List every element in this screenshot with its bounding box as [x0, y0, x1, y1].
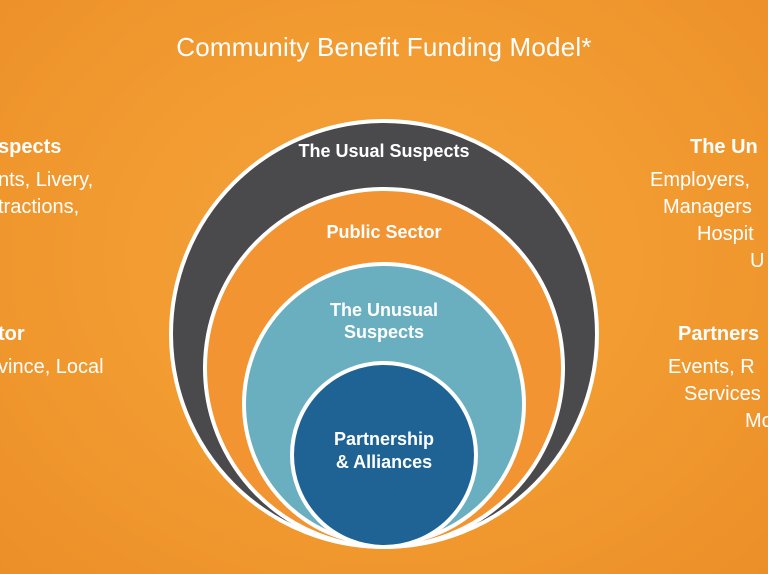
right-panel-line: Services — [684, 383, 761, 405]
ring-label-unusual-suspects-line1: The Unusual — [330, 300, 438, 320]
right-panel-line: Mo — [745, 410, 768, 432]
right-panel-line: Employers, — [650, 169, 751, 191]
right-panel-unusual-suspects: The Un Employers, Managers Hospit U — [640, 134, 768, 275]
page-title: Community Benefit Funding Model* — [176, 32, 592, 62]
ring-label-unusual-suspects-line2: Suspects — [344, 322, 424, 342]
left-panel-line: nts, Livery, — [0, 169, 94, 191]
right-panel-line: Hospit — [697, 223, 754, 245]
right-panel-partnership: Partners Events, R Services Mo — [640, 321, 768, 435]
left-panel-usual-suspects: spects nts, Livery, tractions, — [0, 134, 93, 221]
left-panel-heading: tor — [0, 323, 25, 345]
ring-label-partnership-line1: Partnership — [334, 429, 434, 449]
ring-partnership-alliances — [290, 361, 478, 549]
ring-label-usual-suspects: The Usual Suspects — [298, 141, 469, 161]
left-panel-line: vince, Local — [0, 356, 104, 378]
left-panel-heading: spects — [0, 136, 62, 158]
right-panel-line: U — [750, 250, 765, 272]
right-panel-heading: Partners — [678, 323, 760, 345]
ring-label-partnership-line2: & Alliances — [336, 452, 432, 472]
left-panel-line: tractions, — [0, 196, 80, 218]
ring-label-public-sector: Public Sector — [326, 222, 441, 242]
right-panel-line: Managers — [663, 196, 752, 218]
left-panel-public-sector: tor vince, Local — [0, 321, 104, 381]
right-panel-line: Events, R — [668, 356, 755, 378]
right-panel-heading: The Un — [690, 136, 758, 158]
